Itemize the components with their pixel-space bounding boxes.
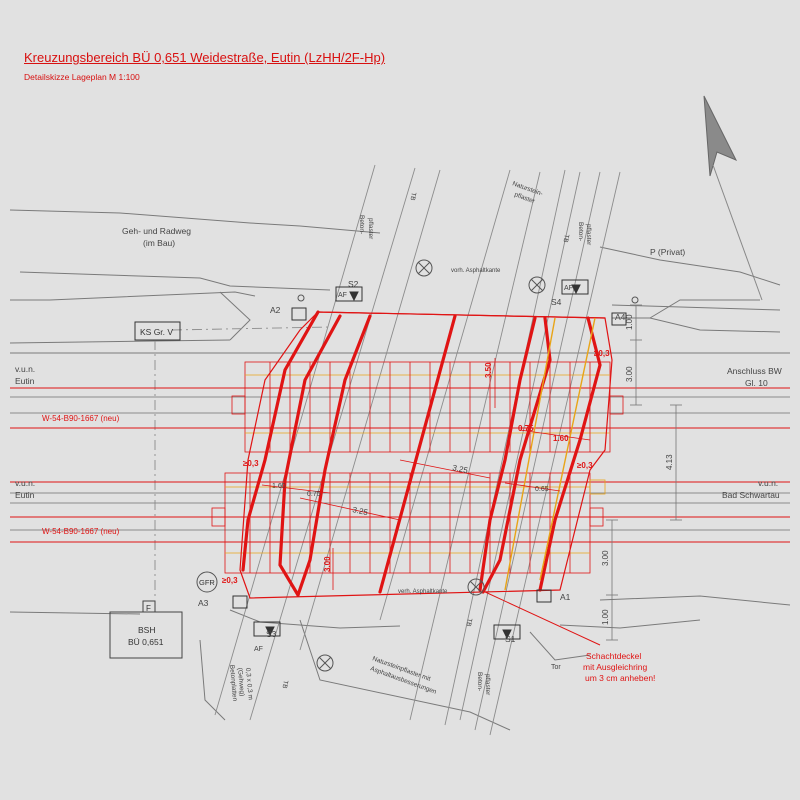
beton-right-1: Beton- (577, 222, 584, 241)
dim-300-top: 3.00 (625, 366, 634, 382)
ks-cabinet: KS Gr. V (134, 321, 181, 341)
manhole-callout: Schachtdeckel mit Ausgleichring um 3 cm … (482, 590, 655, 683)
dim-300-red: 3.00 (323, 556, 332, 572)
dimension-texts-red: 3.50 3.00 1.60 0.75 ≥0,3 ≥0,3 ≥0,3 ≥0,3 (222, 349, 610, 585)
tb-label-3: TB (281, 680, 289, 689)
dim-03-b: ≥0,3 (222, 576, 238, 585)
schacht-label-1: Schachtdeckel (586, 651, 641, 661)
dimension-texts: 1.00 3.00 4.13 3.00 1.00 3.25 3.25 1.60 … (272, 314, 674, 625)
dimension-lines (606, 304, 682, 641)
dim-075-b: 0.75 (518, 424, 534, 433)
north-arrow-icon (703, 95, 763, 301)
dim-100-bottom: 1.00 (601, 609, 610, 625)
af-label-3: AF (254, 646, 263, 653)
dim-350-red: 3.50 (484, 362, 493, 378)
track-label-top: W-54-B90-1667 (neu) (42, 414, 120, 423)
bsh-label-2: BÜ 0,651 (128, 637, 164, 647)
rails (10, 396, 790, 531)
vun-eutin-bottom-1: v.u.n. (15, 478, 35, 488)
geh-radweg-label-1: Geh- und Radweg (122, 226, 191, 236)
dim-075: 0.75 (307, 491, 321, 498)
signal-icons (232, 279, 627, 640)
vun-bad-2: Bad Schwartau (722, 490, 780, 500)
a1-label: A1 (560, 592, 571, 602)
p-privat-label: P (Privat) (650, 247, 685, 257)
beton-top-1: Beton- (358, 215, 365, 234)
s4-label: S4 (551, 297, 562, 307)
dim-03-a: ≥0,3 (243, 459, 259, 468)
a2-label: A2 (270, 305, 281, 315)
drawing-title: Kreuzungsbereich BÜ 0,651 Weidestraße, E… (24, 50, 386, 65)
road-edges-new (241, 310, 602, 597)
geh-radweg-label-2: (im Bau) (143, 238, 175, 248)
crossing-panels-top (231, 361, 624, 453)
dim-03-d: ≥0,3 (594, 349, 610, 358)
dim-413: 4.13 (665, 454, 674, 470)
drawing-subtitle: Detailskizze Lageplan M 1:100 (24, 72, 140, 82)
beton-bottom-2: pflaster (484, 674, 491, 696)
dim-300-bottom: 3.00 (601, 550, 610, 566)
beton-right-2: pflaster (585, 224, 592, 246)
manhole-icons (297, 259, 639, 672)
anschluss-bw-2: Gl. 10 (745, 378, 768, 388)
tb-label-4: TB (465, 618, 473, 627)
dim-160-a: 1.60 (272, 483, 286, 490)
anschluss-bw-1: Anschluss BW (727, 366, 782, 376)
track-label-bottom: W-54-B90-1667 (neu) (42, 527, 120, 536)
schacht-label-3: um 3 cm anheben! (585, 673, 655, 683)
site-labels: Geh- und Radweg (im Bau) P (Privat) v.u.… (15, 226, 782, 671)
bsh-f-label: F (146, 604, 151, 613)
dim-100-top: 1.00 (625, 314, 634, 330)
asphalt-top-label: vorh. Asphaltkante (451, 268, 501, 274)
gfr-marker: GFR (196, 571, 218, 593)
beton-bottom-1: Beton- (476, 672, 483, 691)
gfr-label: GFR (199, 578, 215, 587)
ks-label: KS Gr. V (140, 327, 173, 337)
road-outlines (9, 209, 791, 731)
s3-label: S3 (266, 629, 277, 639)
crossing-boundary (239, 311, 613, 599)
s1-label: S1 (505, 634, 516, 644)
betonplatten-2: (Gehweg) (236, 668, 245, 697)
vun-eutin-top-1: v.u.n. (15, 364, 35, 374)
tb-label-2: TB (562, 234, 570, 243)
betonplatten-1: Betonplatten (228, 665, 238, 702)
dim-325-b: 3.25 (352, 505, 370, 517)
af-label-1: AF (338, 292, 347, 299)
road-edges-orange (504, 317, 596, 591)
bsh-label-1: BSH (138, 625, 155, 635)
a4-label: A4 (615, 312, 626, 322)
dim-03-c: ≥0,3 (577, 461, 593, 470)
bsh-building: F BSH BÜ 0,651 (109, 600, 183, 659)
vun-bad-1: v.u.n. (758, 478, 778, 488)
a3-label: A3 (198, 598, 209, 608)
dim-325-a: 3.25 (452, 463, 470, 475)
schacht-label-2: mit Ausgleichring (583, 662, 648, 672)
vun-eutin-bottom-2: Eutin (15, 490, 35, 500)
diagonal-axes (154, 164, 621, 736)
s2-label: S2 (348, 279, 359, 289)
beton-top-2: pflaster (367, 218, 374, 240)
af-label-2: AF (564, 285, 573, 292)
dim-065: 0.65 (535, 486, 549, 493)
vun-eutin-top-2: Eutin (15, 376, 35, 386)
dimension-lines-red (261, 358, 591, 590)
betonplatten-3: 0,3 x 0,3 m (244, 668, 254, 701)
tb-label-1: TB (409, 192, 417, 201)
asphalt-bottom-label: verh. Asphaltkante (398, 589, 448, 595)
tor-label: Tor (551, 664, 561, 671)
dim-160-b: 1.60 (553, 434, 569, 443)
